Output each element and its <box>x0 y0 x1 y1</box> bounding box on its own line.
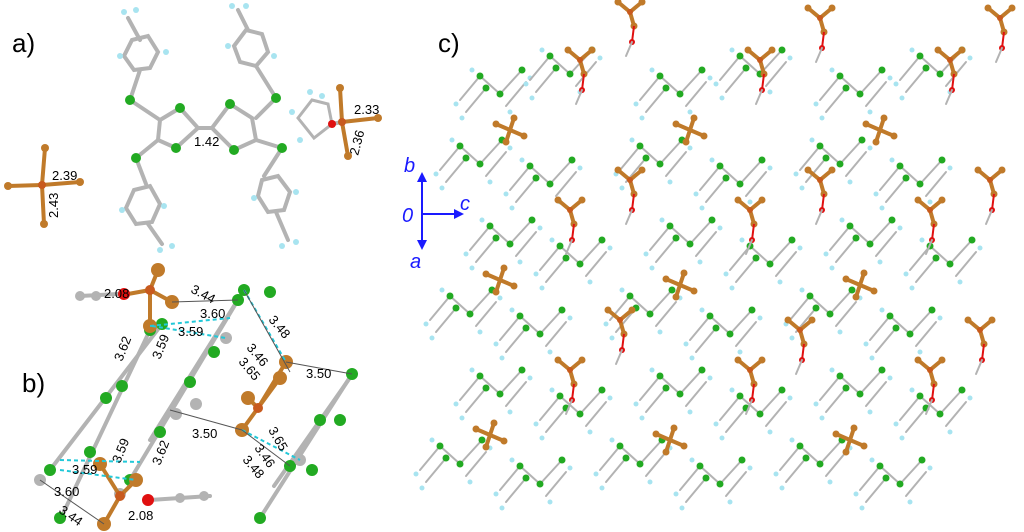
donor-stack <box>34 284 358 524</box>
thf-febr3-complex: 2.33 2.36 <box>289 84 382 160</box>
panel-c: c) <box>402 0 1018 512</box>
febr4-anion-left: 2.39 2.43 <box>4 144 84 228</box>
contacts <box>39 289 353 525</box>
distance-label: 3.44 <box>56 502 85 529</box>
distance-label: 3.44 <box>189 281 218 306</box>
distance-label: 2.43 <box>46 193 61 218</box>
packing-lattice <box>412 0 1018 512</box>
axis-c-label: c <box>460 193 470 215</box>
distance-label: 3.60 <box>200 306 225 321</box>
distance-label: 2.39 <box>52 168 77 183</box>
distance-label: 3.59 <box>178 324 203 339</box>
distance-label: 2.36 <box>346 128 367 156</box>
panel-a-label: a) <box>12 28 35 58</box>
panel-a: a) 2.39 2.43 <box>4 3 382 253</box>
panel-b: b) <box>22 263 358 531</box>
distance-label: 2.08 <box>104 286 129 301</box>
axis-a-label: a <box>410 251 421 273</box>
febr3-bottom <box>93 457 212 531</box>
distance-label: 2.08 <box>128 508 153 523</box>
distance-label: 3.50 <box>192 426 217 441</box>
distance-label: 2.33 <box>354 102 379 117</box>
distance-label: 1.42 <box>194 134 219 149</box>
distance-label: 3.59 <box>72 462 97 477</box>
axis-origin-label: 0 <box>402 205 413 227</box>
donor-molecule: 1.42 <box>117 3 299 253</box>
febr3-top <box>75 263 179 333</box>
axes-indicator: b 0 c a <box>402 155 470 273</box>
distance-label: 3.59 <box>109 436 132 465</box>
distance-label: 3.60 <box>54 484 79 499</box>
panel-c-label: c) <box>438 28 460 58</box>
distance-label: 3.50 <box>306 366 331 381</box>
distance-label: 3.62 <box>111 334 134 363</box>
panel-b-label: b) <box>22 368 45 398</box>
axis-b-label: b <box>404 155 415 177</box>
